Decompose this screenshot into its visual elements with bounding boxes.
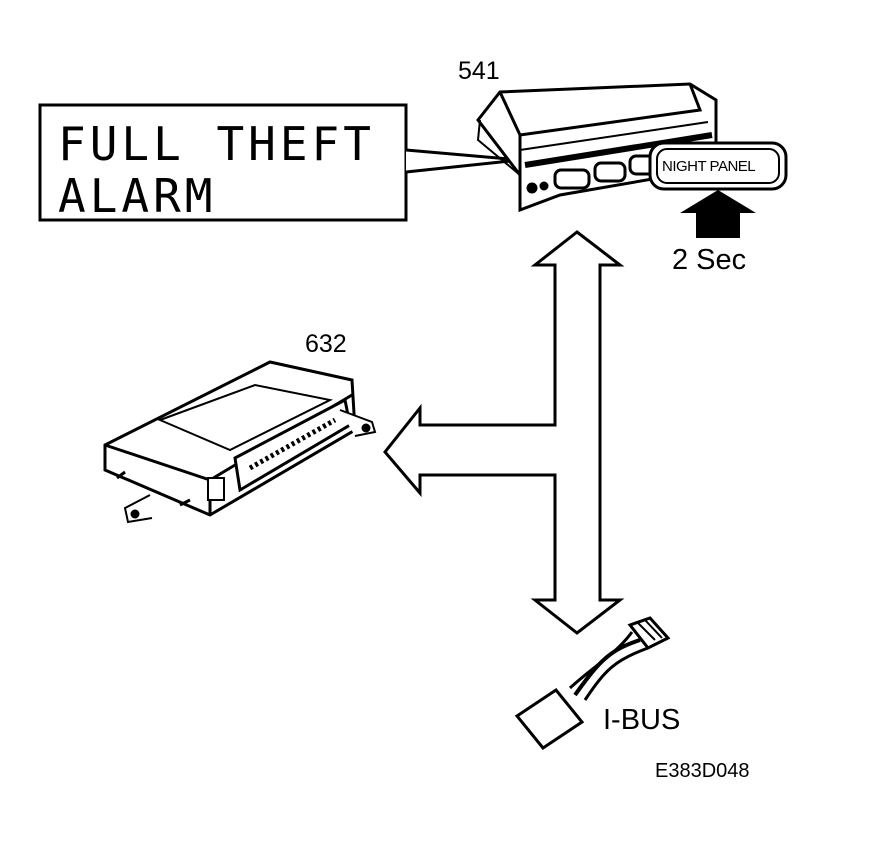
ibus-label: I-BUS [603,704,681,736]
night-panel-button-label: NIGHT PANEL [662,158,756,175]
press-arrow [680,190,756,238]
ibus-connector-drawing [514,616,671,751]
display-line-1: FULL THEFT [58,117,375,171]
display-readout-box [38,103,408,222]
module-541-label: 541 [458,57,500,85]
display-readout-text: FULL THEFT ALARM [58,118,375,222]
display-line-2: ALARM [58,169,217,223]
night-panel-button-shape [648,141,788,191]
module-632-label: 632 [305,330,347,358]
ibus-connection-arrow [383,230,625,635]
module-541-drawing [476,82,718,213]
figure-reference: E383D048 [655,760,750,782]
module-632-drawing [103,360,377,524]
hold-time-label: 2 Sec [672,244,747,276]
